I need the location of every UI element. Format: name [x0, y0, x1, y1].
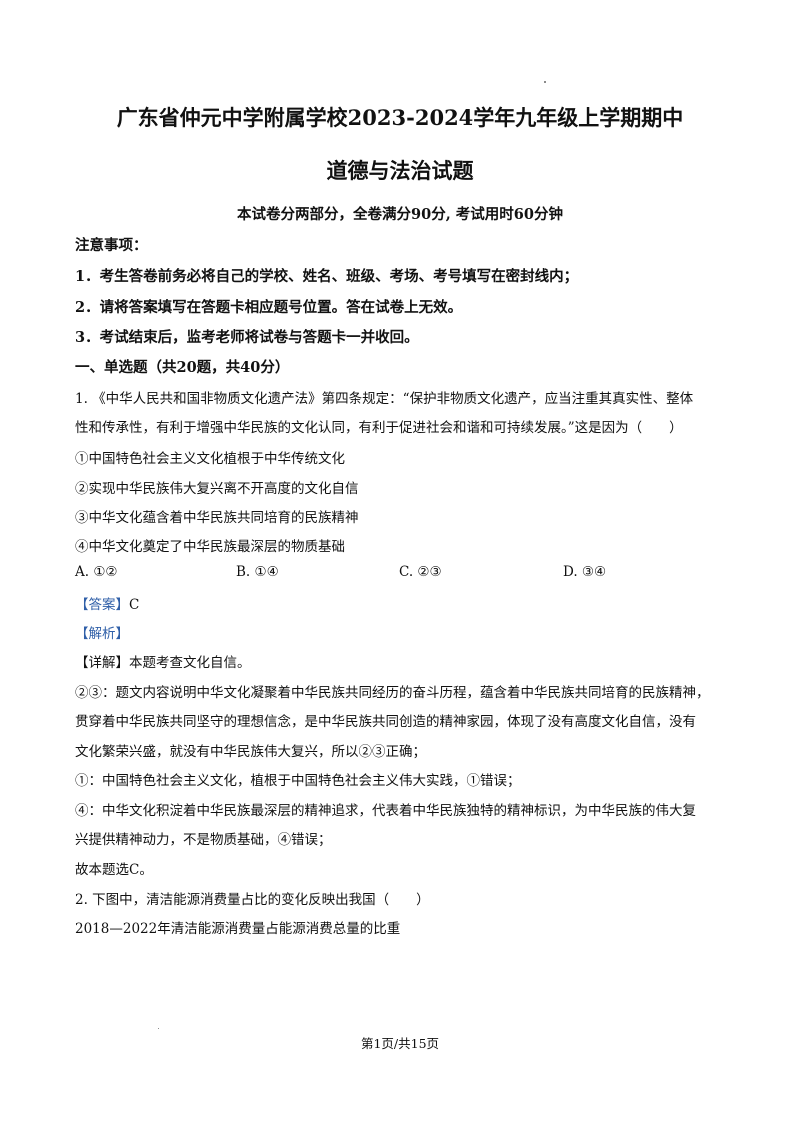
- scan-dot: [158, 1028, 159, 1029]
- scan-dot: [544, 81, 546, 83]
- exam-title-line1: 广东省仲元中学附属学校2023-2024学年九年级上学期期中: [116, 105, 684, 130]
- explanation-line: 故本题选C。: [75, 862, 153, 878]
- option-d: D. ③④: [563, 564, 607, 580]
- explanation-line: ①：中国特色社会主义文化，植根于中国特色社会主义伟大实践，①错误；: [75, 773, 521, 789]
- statement-item: ④中华文化奠定了中华民族最深层的物质基础: [75, 539, 345, 555]
- detail-line: 【详解】本题考查文化自信。: [75, 655, 251, 671]
- notice-item: 1．考生答卷前务必将自己的学校、姓名、班级、考场、考号填写在密封线内；: [75, 268, 579, 285]
- statement-item: ③中华文化蕴含着中华民族共同培育的民族精神: [75, 510, 359, 526]
- question-stem: 1. 《中华人民共和国非物质文化遗产法》第四条规定：“保护非物质文化遗产，应当注…: [75, 391, 694, 407]
- option-b: B. ①④: [236, 564, 279, 580]
- explanation-line: 兴提供精神动力，不是物质基础，④错误；: [75, 832, 332, 848]
- statement-item: ②实现中华民族伟大复兴离不开高度的文化自信: [75, 481, 359, 497]
- answer-value: C: [129, 597, 140, 613]
- exam-title-line2: 道德与法治试题: [326, 158, 474, 183]
- answer-line: 【答案】C: [75, 593, 139, 613]
- chart-caption: 2018—2022年清洁能源消费量占能源消费总量的比重: [75, 921, 401, 937]
- explanation-line: ②③：题文内容说明中华文化凝聚着中华民族共同经历的奋斗历程，蕴含着中华民族共同培…: [75, 685, 710, 701]
- notice-heading: 注意事项：: [75, 237, 148, 254]
- notice-item: 2．请将答案填写在答题卡相应题号位置。答在试卷上无效。: [75, 299, 463, 316]
- question-stem: 性和传承性，有利于增强中华民族的文化认同，有利于促进社会和谐和可持续发展。”这是…: [75, 420, 683, 436]
- explanation-line: 贯穿着中华民族共同坚守的理想信念，是中华民族共同创造的精神家园，体现了没有高度文…: [75, 714, 696, 730]
- option-a: A. ①②: [75, 564, 118, 580]
- question-stem: 2. 下图中，清洁能源消费量占比的变化反映出我国（ ）: [75, 892, 430, 908]
- statement-item: ①中国特色社会主义文化植根于中华传统文化: [75, 451, 345, 467]
- explanation-line: ④：中华文化积淀着中华民族最深层的精神追求，代表着中华民族独特的精神标识，为中华…: [75, 803, 696, 819]
- notice-item: 3．考试结束后，监考老师将试卷与答题卡一并收回。: [75, 329, 419, 346]
- option-c: C. ②③: [399, 564, 442, 580]
- page-footer: 第1页/共15页: [360, 1036, 440, 1051]
- section-heading: 一、单选题（共20题，共40分）: [75, 359, 290, 376]
- exam-info: 本试卷分两部分，全卷满分90分, 考试用时60分钟: [237, 206, 563, 223]
- explanation-line: 文化繁荣兴盛，就没有中华民族伟大复兴，所以②③正确；: [75, 744, 426, 760]
- analysis-label: 【解析】: [75, 626, 129, 642]
- answer-label: 【答案】: [75, 597, 129, 613]
